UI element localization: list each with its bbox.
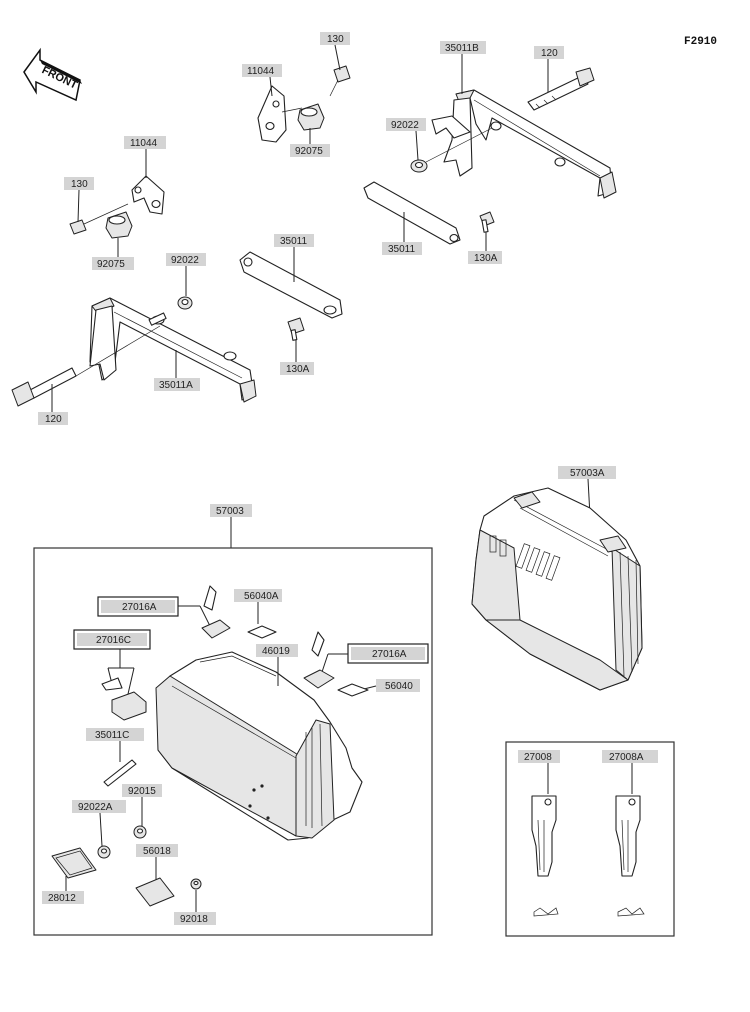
callout-27016A-top: 27016A	[97, 596, 211, 627]
latch-27016A-right	[303, 631, 335, 689]
callout-92022-top: 92022	[386, 118, 426, 161]
callout-35011A: 35011A	[154, 350, 200, 391]
bolt-120-bottom	[11, 325, 161, 407]
callout-92075-top: 92075	[290, 128, 330, 157]
label-35011C: 35011C	[95, 730, 129, 741]
label-35011-right: 35011	[388, 244, 416, 255]
saddlebag-case	[155, 651, 363, 841]
label-120-bottom: 120	[45, 414, 62, 425]
key-27008	[531, 795, 559, 917]
arm-35011-mid	[239, 251, 343, 319]
arm-35011-right	[363, 181, 461, 245]
label-130-left: 130	[71, 179, 88, 190]
bumper-92075-top	[281, 103, 325, 131]
saddlebag-57003A	[471, 487, 643, 691]
label-92018: 92018	[180, 914, 208, 925]
callout-92015: 92015	[122, 784, 162, 839]
callout-130-left: 130	[64, 177, 94, 223]
callout-35011-right: 35011	[382, 212, 422, 255]
bolt-120-top	[527, 67, 595, 111]
callout-92018: 92018	[174, 878, 216, 925]
callout-130A-mid: 130A	[280, 340, 314, 375]
callout-130-top: 130	[320, 32, 350, 71]
callout-92022A: 92022A	[72, 800, 126, 859]
bolt-130A-mid	[287, 317, 305, 341]
label-92022-top: 92022	[391, 120, 419, 131]
label-11044-left: 11044	[130, 138, 158, 149]
bolt-130A-right	[479, 211, 495, 233]
callout-27016C: 27016C	[73, 629, 151, 695]
bumper-92075-left	[105, 211, 133, 239]
label-130A-right: 130A	[474, 253, 498, 264]
label-35011A: 35011A	[159, 380, 193, 391]
kit-57003-frame	[33, 547, 433, 936]
label-11044-top: 11044	[247, 66, 275, 77]
label-28012: 28012	[48, 893, 76, 904]
callout-11044-top: 11044	[242, 64, 282, 97]
callout-56040: 56040	[337, 679, 420, 697]
label-92015: 92015	[128, 786, 156, 797]
label-130-top: 130	[327, 34, 344, 45]
label-57003A: 57003A	[570, 468, 605, 479]
label-92075-top: 92075	[295, 146, 323, 157]
callout-27016A-right: 27016A	[321, 643, 429, 673]
callout-35011C: 35011C	[86, 728, 144, 787]
bolt-130-top	[329, 65, 351, 97]
callout-57003: 57003	[210, 504, 252, 548]
label-57003: 57003	[216, 506, 244, 517]
latch-27016C	[101, 677, 147, 721]
front-arrow-icon: FRONT	[23, 47, 82, 102]
callout-120-bottom: 120	[38, 384, 68, 425]
callout-120-top: 120	[534, 46, 564, 92]
callout-56040A: 56040A	[234, 589, 282, 639]
label-130A-mid: 130A	[286, 364, 310, 375]
key-27008A	[615, 795, 645, 917]
label-46019: 46019	[262, 646, 290, 657]
mount-11044-top	[257, 85, 287, 143]
callout-92022-mid: 92022	[166, 253, 206, 296]
label-120-top: 120	[541, 48, 558, 59]
callout-92075-left: 92075	[92, 238, 134, 270]
keys-frame	[505, 741, 675, 937]
nut-92022-mid	[177, 296, 193, 310]
bracket-35011B	[431, 89, 617, 199]
bracket-35011A	[89, 297, 257, 403]
label-27016C: 27016C	[96, 635, 131, 646]
callout-35011B: 35011B	[440, 41, 486, 94]
latch-27016A-top	[201, 585, 231, 639]
callout-28012: 28012	[42, 847, 97, 904]
callout-27008A: 27008A	[602, 750, 658, 794]
mount-11044-left	[131, 175, 165, 215]
callout-130A-right: 130A	[468, 232, 502, 264]
label-56018: 56018	[143, 846, 171, 857]
label-92022A: 92022A	[78, 802, 113, 813]
label-35011B: 35011B	[445, 43, 479, 54]
label-92022-mid: 92022	[171, 255, 199, 266]
label-56040: 56040	[385, 681, 413, 692]
label-27016A-right: 27016A	[372, 649, 407, 660]
callout-27008: 27008	[518, 750, 560, 794]
figure-code: F2910	[684, 36, 717, 48]
label-56040A: 56040A	[244, 591, 279, 602]
label-92075-left: 92075	[97, 259, 125, 270]
label-27008A: 27008A	[609, 752, 644, 763]
label-27016A-top: 27016A	[122, 602, 157, 613]
callout-11044-left: 11044	[124, 136, 166, 178]
callout-35011-mid: 35011	[274, 234, 314, 282]
nut-92022-top	[410, 127, 493, 173]
label-27008: 27008	[524, 752, 552, 763]
callout-56018: 56018	[135, 844, 178, 907]
callout-46019: 46019	[256, 644, 298, 686]
label-35011-mid: 35011	[280, 236, 308, 247]
